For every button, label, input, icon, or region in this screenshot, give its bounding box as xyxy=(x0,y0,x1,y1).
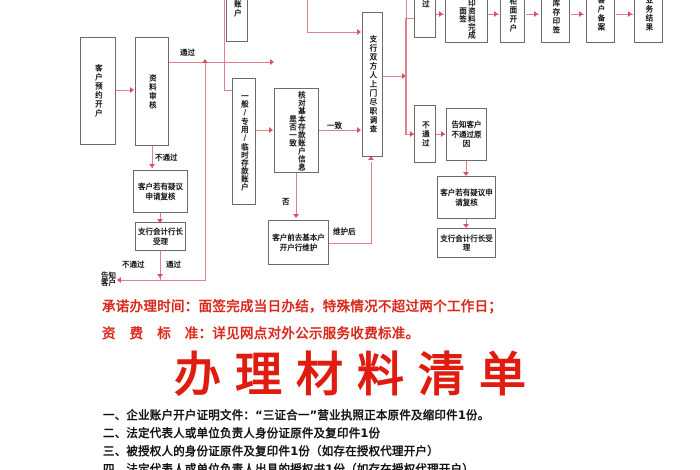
connector xyxy=(406,0,407,135)
arrow-icon xyxy=(463,172,469,176)
edge-label-pass: 通过 xyxy=(180,48,195,57)
node-counter-account-opening[interactable]: 柜面开户 xyxy=(500,0,525,43)
node-branch-accountant-accept-left[interactable]: 支行会计行长受理 xyxy=(135,222,186,251)
connector xyxy=(160,251,161,280)
arrow-icon xyxy=(402,73,406,79)
edge-label-not-pass-left: 不通过 xyxy=(122,260,145,269)
connector xyxy=(205,62,206,281)
arrow-icon xyxy=(628,11,632,17)
connector xyxy=(371,162,372,244)
connector xyxy=(383,76,405,77)
list-item: 四、法定代表人或单位负责人出具的授权书1份（如存在授权代理开户） xyxy=(103,462,474,470)
edge-label-after-maintenance: 维护后 xyxy=(333,227,356,236)
arrow-icon xyxy=(494,11,498,17)
node-business-result[interactable]: 业务结果 xyxy=(634,0,663,43)
promise-processing-time: 承诺办理时间：面签完成当日办结，特殊情况不超过两个工作日； xyxy=(102,299,503,315)
arrow-icon xyxy=(534,11,538,17)
arrow-icon xyxy=(368,156,374,160)
connector xyxy=(296,173,297,217)
node-notify-customer-reason[interactable]: 告知客户不通过原因 xyxy=(446,108,487,161)
arrow-icon xyxy=(463,224,469,228)
connector xyxy=(152,146,153,168)
connector xyxy=(307,0,308,32)
list-item: 一、企业账户开户证明文件：“三证合一”营业执照正本原件及缩印件1份。 xyxy=(103,408,490,422)
node-customer-appointment[interactable]: 客户预约开户 xyxy=(80,37,116,145)
node-onsite-due-diligence[interactable]: 支行双方人上门尽职调查 xyxy=(362,12,383,157)
connector xyxy=(571,14,584,15)
list-item: 二、法定代表人或单位负责人身份证原件及复印件1份 xyxy=(103,426,381,440)
promise-fee-standard: 资 费 标 准：详见网点对外公示服务收费标准。 xyxy=(102,326,420,342)
connector xyxy=(329,243,372,244)
connector xyxy=(616,14,633,15)
arrow-icon xyxy=(269,127,273,133)
connector xyxy=(436,134,445,135)
connector xyxy=(319,130,359,131)
arrow-icon xyxy=(117,277,121,283)
node-basic-deposit-account[interactable]: 款账户 xyxy=(226,0,248,42)
node-not-passed-right[interactable]: 不通过 xyxy=(414,105,436,163)
connector xyxy=(169,62,273,63)
arrow-icon xyxy=(357,127,361,133)
connector xyxy=(307,32,359,33)
arrow-icon xyxy=(270,59,274,65)
connector xyxy=(466,161,467,175)
connector xyxy=(224,62,225,91)
node-pass-top[interactable]: 过 xyxy=(414,0,436,38)
arrow-icon xyxy=(441,131,445,137)
connector xyxy=(116,90,132,91)
edge-label-match: 一致 xyxy=(327,121,342,130)
node-customer-appeal-review-right[interactable]: 客户若有疑议申请复核 xyxy=(437,176,496,219)
page-title: 办理材料清单 xyxy=(174,348,540,403)
arrow-icon xyxy=(293,214,299,218)
connector xyxy=(466,219,467,227)
list-item: 三、被授权人的身份证原件及复印件1份（如存在授权代理开户） xyxy=(103,444,439,458)
arrow-icon xyxy=(579,11,583,17)
connector xyxy=(224,0,225,63)
arrow-icon xyxy=(202,59,208,63)
arrow-icon xyxy=(157,219,163,223)
edge-label-not-pass: 不通过 xyxy=(155,153,178,162)
arrow-icon xyxy=(439,11,443,17)
flowchart: 客户预约开户 资料审核 款账户 一般/专用/临时存款账户 核对基本存款账户信息是… xyxy=(80,0,663,288)
arrow-icon xyxy=(357,29,361,35)
node-print-docs-complete-signing[interactable]: 打印资料完成面签 xyxy=(445,0,488,43)
connector xyxy=(224,90,232,91)
connector xyxy=(405,18,406,134)
connector xyxy=(488,14,499,15)
arrow-icon xyxy=(410,131,414,137)
connector xyxy=(526,14,539,15)
connector xyxy=(405,134,414,135)
node-customer-go-basic-bank[interactable]: 客户前去基本户开户行维护 xyxy=(268,220,329,265)
edge-label-notify-customer: 告知客户 xyxy=(101,271,116,288)
arrow-icon xyxy=(130,87,134,93)
node-general-special-temp-account[interactable]: 一般/专用/临时存款账户 xyxy=(232,78,256,205)
connector xyxy=(160,213,161,222)
connector xyxy=(120,280,206,281)
node-document-review[interactable]: 资料审核 xyxy=(135,37,169,146)
node-treasury-seal-filing[interactable]: 国库存印签 xyxy=(541,0,570,43)
arrow-icon xyxy=(157,274,163,278)
node-customer-appeal-review-left[interactable]: 客户若有疑议申请复核 xyxy=(133,170,188,213)
connector xyxy=(405,18,414,19)
edge-label-no: 否 xyxy=(282,197,290,206)
node-branch-accountant-accept-right[interactable]: 支行会计行长受理 xyxy=(437,228,496,258)
node-check-basic-account-info[interactable]: 核对基本存款账户信息是否一致 xyxy=(274,88,319,173)
arrow-icon xyxy=(149,164,155,168)
edge-label-pass-left: 通过 xyxy=(166,260,181,269)
node-customer-record-filing[interactable]: 客户备案 xyxy=(586,0,615,43)
connector xyxy=(256,130,272,131)
